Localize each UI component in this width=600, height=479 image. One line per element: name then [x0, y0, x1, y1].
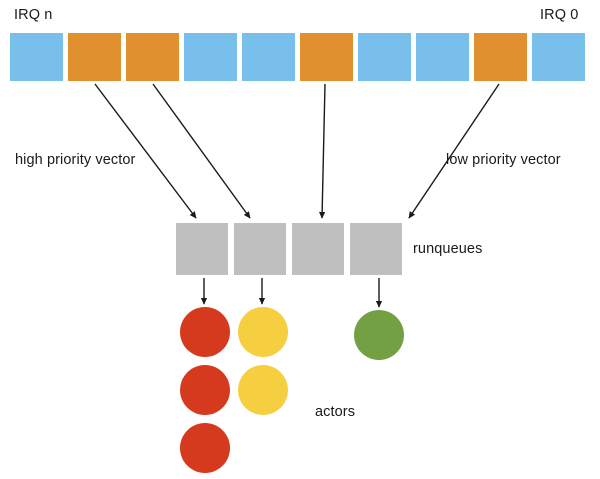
runqueue-box[interactable] [234, 223, 286, 275]
irq-n-label: IRQ n [14, 7, 53, 23]
runqueue-to-actor-arrows [200, 278, 383, 308]
irq-vector-cell[interactable] [68, 33, 121, 81]
irq-vector-cell[interactable] [242, 33, 295, 81]
arrow-vector5-to-runqueue3 [318, 83, 326, 219]
actor-circle[interactable] [180, 365, 230, 415]
low-priority-vector-label: low priority vector [446, 152, 561, 168]
irq-0-label: IRQ 0 [540, 7, 579, 23]
irq-vector-cell[interactable] [474, 33, 527, 81]
irq-vector-cell[interactable] [416, 33, 469, 81]
actor-circle[interactable] [238, 365, 288, 415]
vector-to-runqueue-arrows [94, 83, 500, 219]
runqueue-box[interactable] [292, 223, 344, 275]
irq-vector-cell[interactable] [10, 33, 63, 81]
actor-circle[interactable] [354, 310, 404, 360]
actor-circle[interactable] [238, 307, 288, 357]
irq-vector-cell[interactable] [126, 33, 179, 81]
irq-vector-cell[interactable] [184, 33, 237, 81]
runqueue-box[interactable] [350, 223, 402, 275]
runqueue-box[interactable] [176, 223, 228, 275]
runqueues-label: runqueues [413, 241, 483, 257]
actor-circle[interactable] [180, 307, 230, 357]
high-priority-vector-label: high priority vector [15, 152, 136, 168]
actor-circle[interactable] [180, 423, 230, 473]
arrow-vector2-to-runqueue2 [152, 83, 251, 219]
arrow-vector1-to-runqueue1 [94, 83, 197, 219]
irq-vector-cell[interactable] [300, 33, 353, 81]
actors-label: actors [315, 404, 356, 420]
irq-vector-cell[interactable] [532, 33, 585, 81]
arrow-vector8-to-runqueue4 [408, 83, 500, 219]
irq-vector-cell[interactable] [358, 33, 411, 81]
